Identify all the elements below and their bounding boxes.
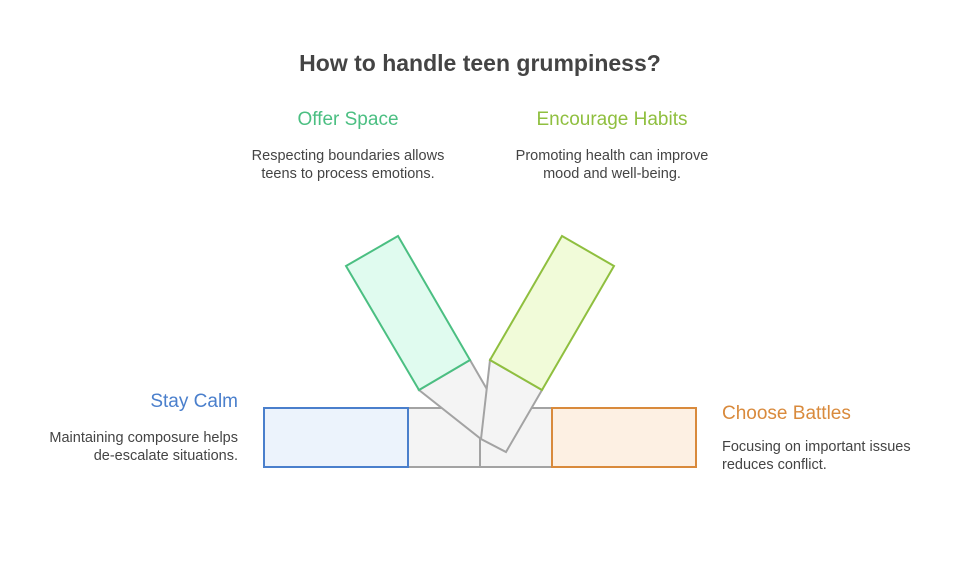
- offer-space-title: Offer Space: [297, 109, 399, 130]
- stay-calm-title: Stay Calm: [150, 391, 238, 412]
- encourage-habits-description: Promoting health can improve mood and we…: [515, 148, 709, 182]
- choose-battles-title: Choose Battles: [722, 403, 851, 424]
- choose-battles-block: [551, 407, 697, 468]
- offer-space-description: Respecting boundaries allows teens to pr…: [251, 148, 445, 182]
- page-title: How to handle teen grumpiness?: [299, 50, 661, 76]
- choose-battles-description: Focusing on important issues reduces con…: [722, 439, 911, 473]
- encourage-habits-block: [488, 234, 616, 392]
- stay-calm-description: Maintaining composure helps de-escalate …: [49, 430, 238, 464]
- encourage-habits-title: Encourage Habits: [536, 109, 688, 130]
- offer-space-block: [344, 234, 472, 392]
- stay-calm-block: [263, 407, 409, 468]
